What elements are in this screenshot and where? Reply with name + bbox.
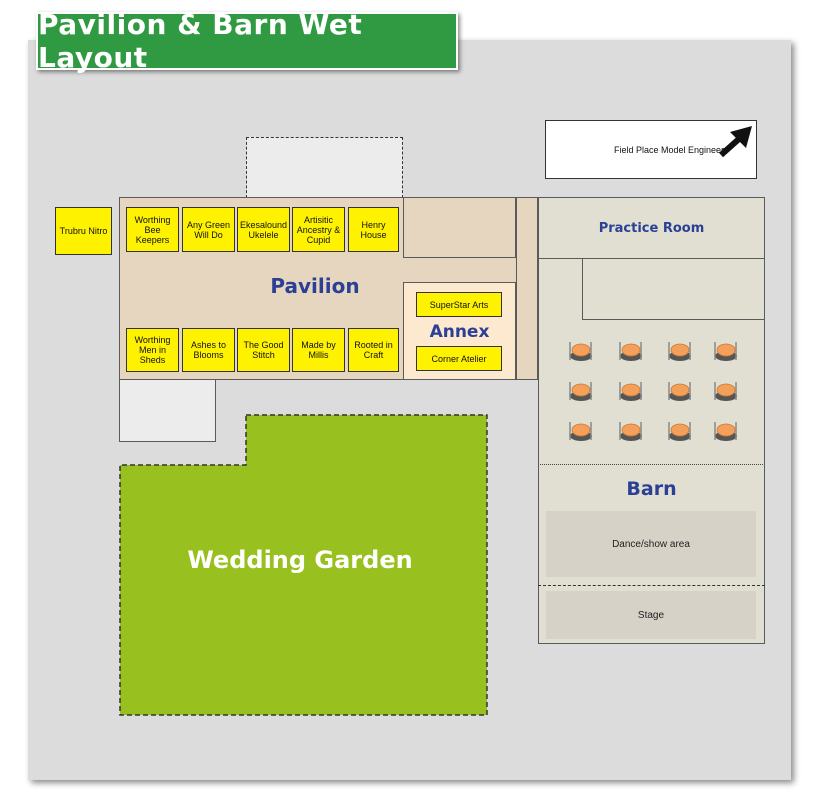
cafe-table-icon (569, 382, 592, 401)
stall-top-5: Henry House (348, 207, 399, 252)
cafe-table-icon (569, 342, 592, 361)
barn-inner-room (582, 258, 765, 320)
field-place-label: Field Place Model Engineers (614, 144, 729, 155)
title-banner: Pavilion & Barn Wet Layout (36, 8, 458, 74)
practice-room-label: Practice Room (598, 221, 705, 236)
stall-bottom-4: Made by Millis (292, 328, 345, 372)
north-east-arrow-icon (718, 126, 752, 158)
cafe-table-icon (714, 422, 737, 441)
cafe-table-icon (569, 422, 592, 441)
dance-area: Dance/show area (546, 511, 756, 577)
barn-label: Barn (626, 478, 677, 500)
pavilion-label: Pavilion (270, 274, 360, 298)
cafe-table-icon (668, 382, 691, 401)
side-room-grey (119, 380, 216, 442)
wedding-garden-label: Wedding Garden (187, 546, 413, 574)
stall-bottom-3: The Good Stitch (237, 328, 290, 372)
pavilion-corridor (516, 197, 538, 380)
stall-annex-bottom: Corner Atelier (416, 346, 502, 371)
cafe-table-icon (668, 342, 691, 361)
stage-dashed-line (538, 585, 765, 586)
stall-trubru: Trubru Nitro (55, 207, 112, 255)
stage-area: Stage (546, 591, 756, 639)
cafe-table-icon (619, 382, 642, 401)
dashed-area-top (246, 137, 403, 198)
stall-annex-top: SuperStar Arts (416, 292, 502, 317)
stall-top-3: Ekesalound Ukelele (237, 207, 290, 252)
cafe-table-icon (668, 422, 691, 441)
pavilion-side-room (403, 197, 516, 258)
cafe-table-icon (619, 342, 642, 361)
field-place-box: Field Place Model Engineers (545, 120, 757, 179)
stall-bottom-5: Rooted in Craft (348, 328, 399, 372)
cafe-table-icon (619, 422, 642, 441)
wedding-garden-area (119, 414, 488, 716)
stall-top-4: Artisitic Ancestry & Cupid (292, 207, 345, 252)
stall-bottom-1: Worthing Men in Sheds (126, 328, 179, 372)
cafe-table-icon (714, 382, 737, 401)
practice-room-divider (538, 258, 765, 259)
cafe-table-icon (714, 342, 737, 361)
stall-top-1: Worthing Bee Keepers (126, 207, 179, 252)
barn-dotted-line (540, 464, 763, 465)
annex-label: Annex (429, 322, 490, 342)
stall-bottom-2: Ashes to Blooms (182, 328, 235, 372)
stall-top-2: Any Green Will Do (182, 207, 235, 252)
